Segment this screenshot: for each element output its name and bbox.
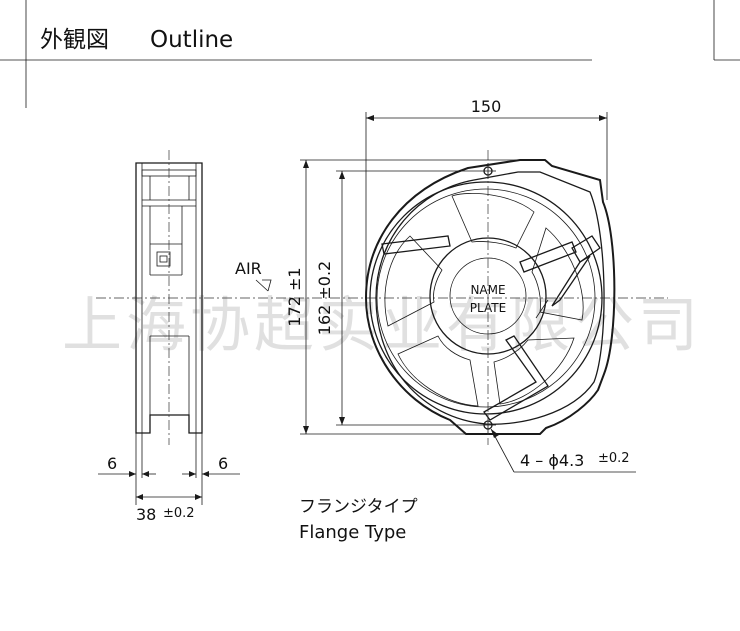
air-flow-arrow-icon bbox=[255, 279, 272, 292]
blade-5 bbox=[384, 235, 443, 327]
air-flow-annotation: AIR bbox=[235, 259, 272, 292]
terminal-connector bbox=[156, 251, 171, 267]
watermark-text: 上海协超实业有限公司 bbox=[62, 291, 702, 361]
fan-housing-outer bbox=[364, 159, 616, 435]
header: 外観図 Outline bbox=[0, 0, 740, 108]
type-en: Flange Type bbox=[299, 522, 406, 543]
strut-left bbox=[381, 235, 451, 255]
width-dim: 150 bbox=[471, 97, 502, 116]
strut-bottom bbox=[483, 335, 549, 421]
hole-dim: 4 – ϕ4.3 bbox=[520, 451, 584, 470]
front-dimensions: 150 172 ±1 162 ±0.2 4 – ϕ4.3 ±0.2 bbox=[285, 97, 636, 473]
height-outer-dim: 172 ±1 bbox=[285, 267, 304, 326]
hole-tolerance: ±0.2 bbox=[598, 451, 630, 466]
flange-right-dim: 6 bbox=[218, 454, 228, 473]
blade-1 bbox=[451, 193, 535, 249]
side-dimensions: 6 6 38 ±0.2 bbox=[98, 433, 240, 524]
fan-blades bbox=[384, 193, 584, 407]
fan-housing-inner bbox=[375, 171, 605, 425]
type-label: フランジタイプ Flange Type bbox=[299, 497, 418, 543]
type-jp: フランジタイプ bbox=[299, 497, 418, 517]
blade-4 bbox=[397, 335, 479, 407]
height-inner-dim: 162 ±0.2 bbox=[315, 261, 334, 335]
blade-2 bbox=[531, 227, 584, 321]
title-jp: 外観図 bbox=[40, 27, 109, 53]
strut-right bbox=[519, 241, 577, 273]
cable-gland bbox=[535, 235, 601, 319]
depth-dim: 38 bbox=[136, 505, 156, 524]
flange-left-dim: 6 bbox=[107, 454, 117, 473]
side-view bbox=[96, 150, 668, 445]
outer-guard-ring-2 bbox=[376, 188, 596, 408]
terminal-connector-inner bbox=[159, 255, 168, 263]
depth-tolerance: ±0.2 bbox=[163, 506, 195, 521]
blade-3 bbox=[493, 337, 575, 405]
air-label: AIR bbox=[235, 259, 262, 278]
title-en: Outline bbox=[150, 27, 233, 53]
support-struts bbox=[381, 235, 577, 421]
front-view: NAME PLATE bbox=[364, 150, 616, 445]
